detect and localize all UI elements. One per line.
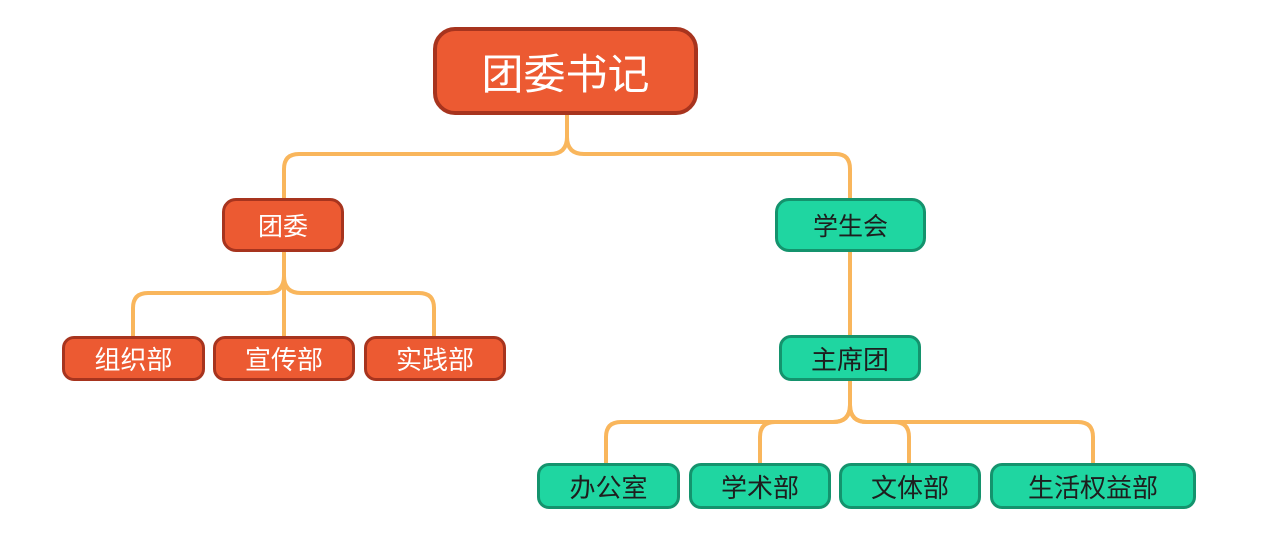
connector-root bbox=[282, 113, 569, 200]
node-practice-dept: 实践部 bbox=[364, 336, 506, 381]
node-welfare-dept: 生活权益部 bbox=[990, 463, 1196, 509]
node-sports-culture-dept: 文体部 bbox=[839, 463, 981, 509]
connector-youth-league-right bbox=[282, 274, 436, 338]
node-office: 办公室 bbox=[537, 463, 680, 509]
connector-presidium-mid-left bbox=[758, 403, 852, 465]
node-youth-league-secretary: 团委书记 bbox=[433, 27, 698, 115]
node-organization-dept: 组织部 bbox=[62, 336, 205, 381]
node-student-union: 学生会 bbox=[775, 198, 926, 252]
connector-youth-league bbox=[131, 250, 286, 338]
connector-root-right bbox=[565, 135, 852, 200]
node-presidium: 主席团 bbox=[779, 335, 921, 381]
connector-presidium-right bbox=[848, 403, 1095, 465]
connector-presidium-mid-right bbox=[848, 403, 911, 465]
node-youth-league: 团委 bbox=[222, 198, 344, 252]
node-publicity-dept: 宣传部 bbox=[213, 336, 355, 381]
node-academic-dept: 学术部 bbox=[689, 463, 831, 509]
